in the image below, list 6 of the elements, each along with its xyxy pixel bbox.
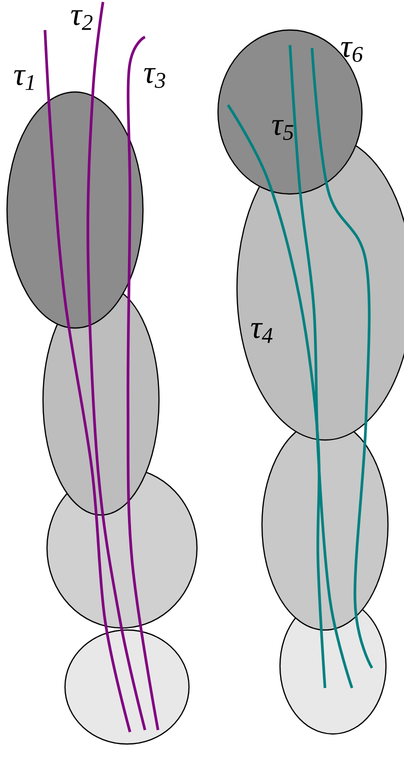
curve-label: τ$_{2}$ — [71, 10, 92, 30]
curve-label: τ$_{5}$ — [272, 120, 294, 140]
curve-label: τ$_{1}$ — [14, 70, 34, 90]
curve-label: τ$_{6}$ — [341, 42, 363, 62]
curve-label: τ$_{4}$ — [251, 323, 272, 343]
curve-label: τ$_{3}$ — [144, 68, 166, 88]
